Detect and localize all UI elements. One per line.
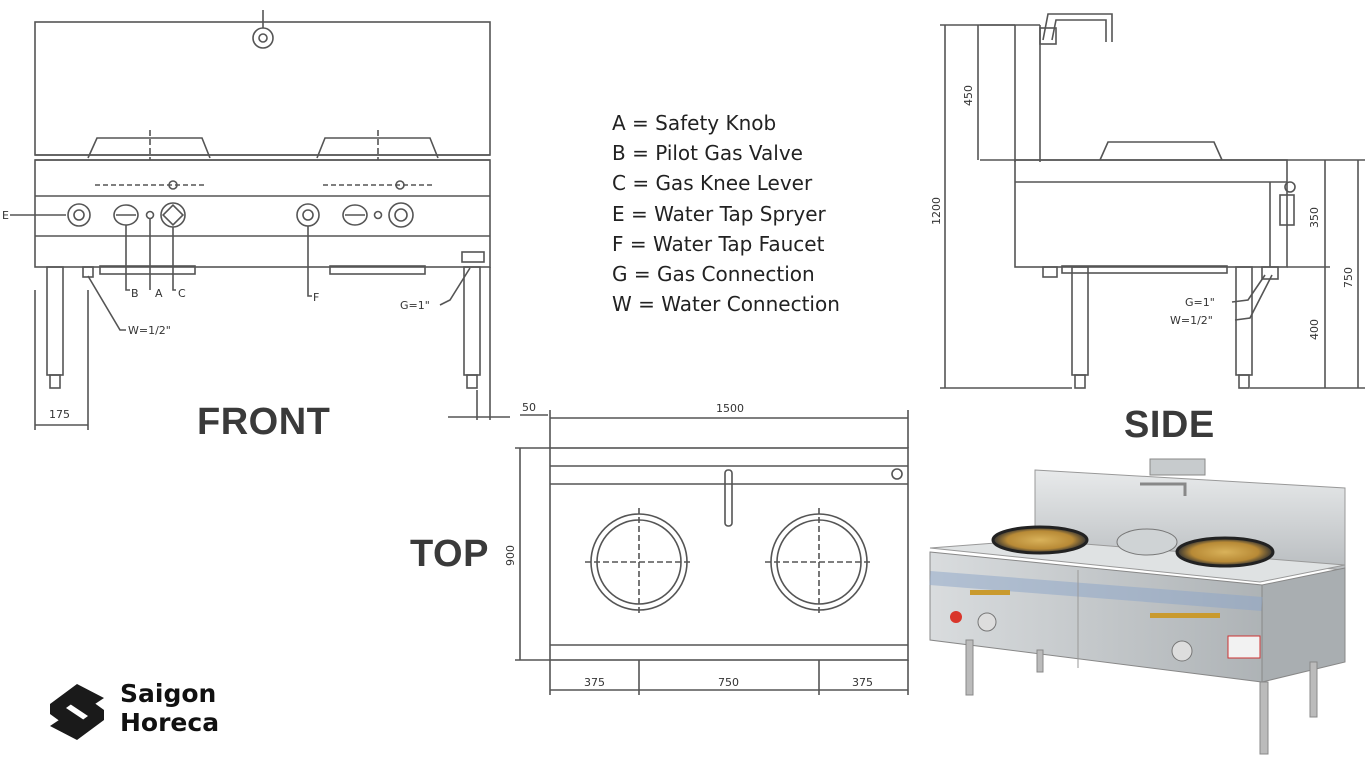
top-dim-375-right: 375 bbox=[852, 676, 873, 689]
front-label-e: E bbox=[2, 209, 9, 222]
side-title: SIDE bbox=[1124, 404, 1215, 446]
side-dim-350: 350 bbox=[1308, 207, 1321, 228]
top-dim-1500: 1500 bbox=[716, 402, 744, 415]
front-wok-ring-right bbox=[316, 137, 439, 159]
front-label-a: A bbox=[155, 287, 163, 300]
top-title: TOP bbox=[410, 533, 489, 575]
legend-item-f: F = Water Tap Faucet bbox=[612, 231, 825, 256]
side-faucet-icon bbox=[1042, 13, 1113, 42]
side-dim-450: 450 bbox=[962, 85, 975, 106]
legend-item-w: W = Water Connection bbox=[612, 292, 840, 317]
front-control-e bbox=[67, 203, 91, 227]
front-label-w: W=1/2" bbox=[128, 324, 171, 337]
front-leg-left bbox=[46, 266, 64, 376]
front-label-b: B bbox=[131, 287, 139, 300]
legend-item-a: A = Safety Knob bbox=[612, 111, 777, 135]
front-label-c: C bbox=[178, 287, 186, 300]
front-view-drawing: E B A C F G=1" W=1/2" 175 bbox=[2, 10, 510, 430]
top-outline bbox=[549, 447, 909, 661]
top-dim-900: 900 bbox=[504, 545, 517, 566]
side-dim-400: 400 bbox=[1308, 319, 1321, 340]
side-leg-back bbox=[1235, 266, 1253, 376]
side-dim-1200: 1200 bbox=[930, 197, 943, 225]
side-body bbox=[1014, 159, 1288, 268]
front-dim-175: 175 bbox=[49, 408, 70, 421]
product-photo bbox=[929, 458, 1346, 755]
top-view-drawing: 50 1500 900 375 750 375 bbox=[504, 401, 909, 695]
front-label-g: G=1" bbox=[400, 299, 430, 312]
top-burner-left bbox=[585, 508, 693, 616]
brand-line-1: Saigon bbox=[120, 679, 217, 708]
top-dim-750: 750 bbox=[718, 676, 739, 689]
side-label-g: G=1" bbox=[1185, 296, 1215, 309]
side-label-w: W=1/2" bbox=[1170, 314, 1213, 327]
saigon-horeca-logo-icon bbox=[50, 684, 104, 740]
brand-name: Saigon Horeca bbox=[120, 679, 219, 737]
legend-item-e: E = Water Tap Spryer bbox=[612, 201, 826, 226]
front-body bbox=[34, 159, 491, 268]
front-faucet-icon bbox=[252, 10, 274, 49]
front-control-a bbox=[145, 210, 155, 220]
side-dim-750: 750 bbox=[1342, 267, 1355, 288]
brand-line-2: Horeca bbox=[120, 708, 220, 737]
front-leg-right bbox=[463, 266, 481, 376]
legend-item-b: B = Pilot Gas Valve bbox=[612, 141, 803, 166]
legend: A = Safety Knob B = Pilot Gas Valve C = … bbox=[612, 108, 840, 319]
front-wok-ring-left bbox=[87, 137, 211, 159]
front-control-b bbox=[113, 204, 139, 226]
front-control-f bbox=[296, 203, 320, 227]
front-control-c bbox=[160, 202, 186, 228]
side-view-drawing: 450 1200 350 750 400 G=1" W=1/2" bbox=[930, 13, 1365, 389]
top-dim-50: 50 bbox=[522, 401, 536, 414]
top-faucet bbox=[724, 469, 733, 527]
front-title: FRONT bbox=[197, 401, 331, 443]
side-leg-front bbox=[1071, 266, 1089, 376]
front-label-f: F bbox=[313, 291, 319, 304]
top-burner-right bbox=[765, 508, 873, 616]
legend-item-c: C = Gas Knee Lever bbox=[612, 171, 813, 196]
legend-item-g: G = Gas Connection bbox=[612, 262, 815, 287]
side-wok-ring bbox=[1099, 141, 1223, 161]
top-dim-375-left: 375 bbox=[584, 676, 605, 689]
